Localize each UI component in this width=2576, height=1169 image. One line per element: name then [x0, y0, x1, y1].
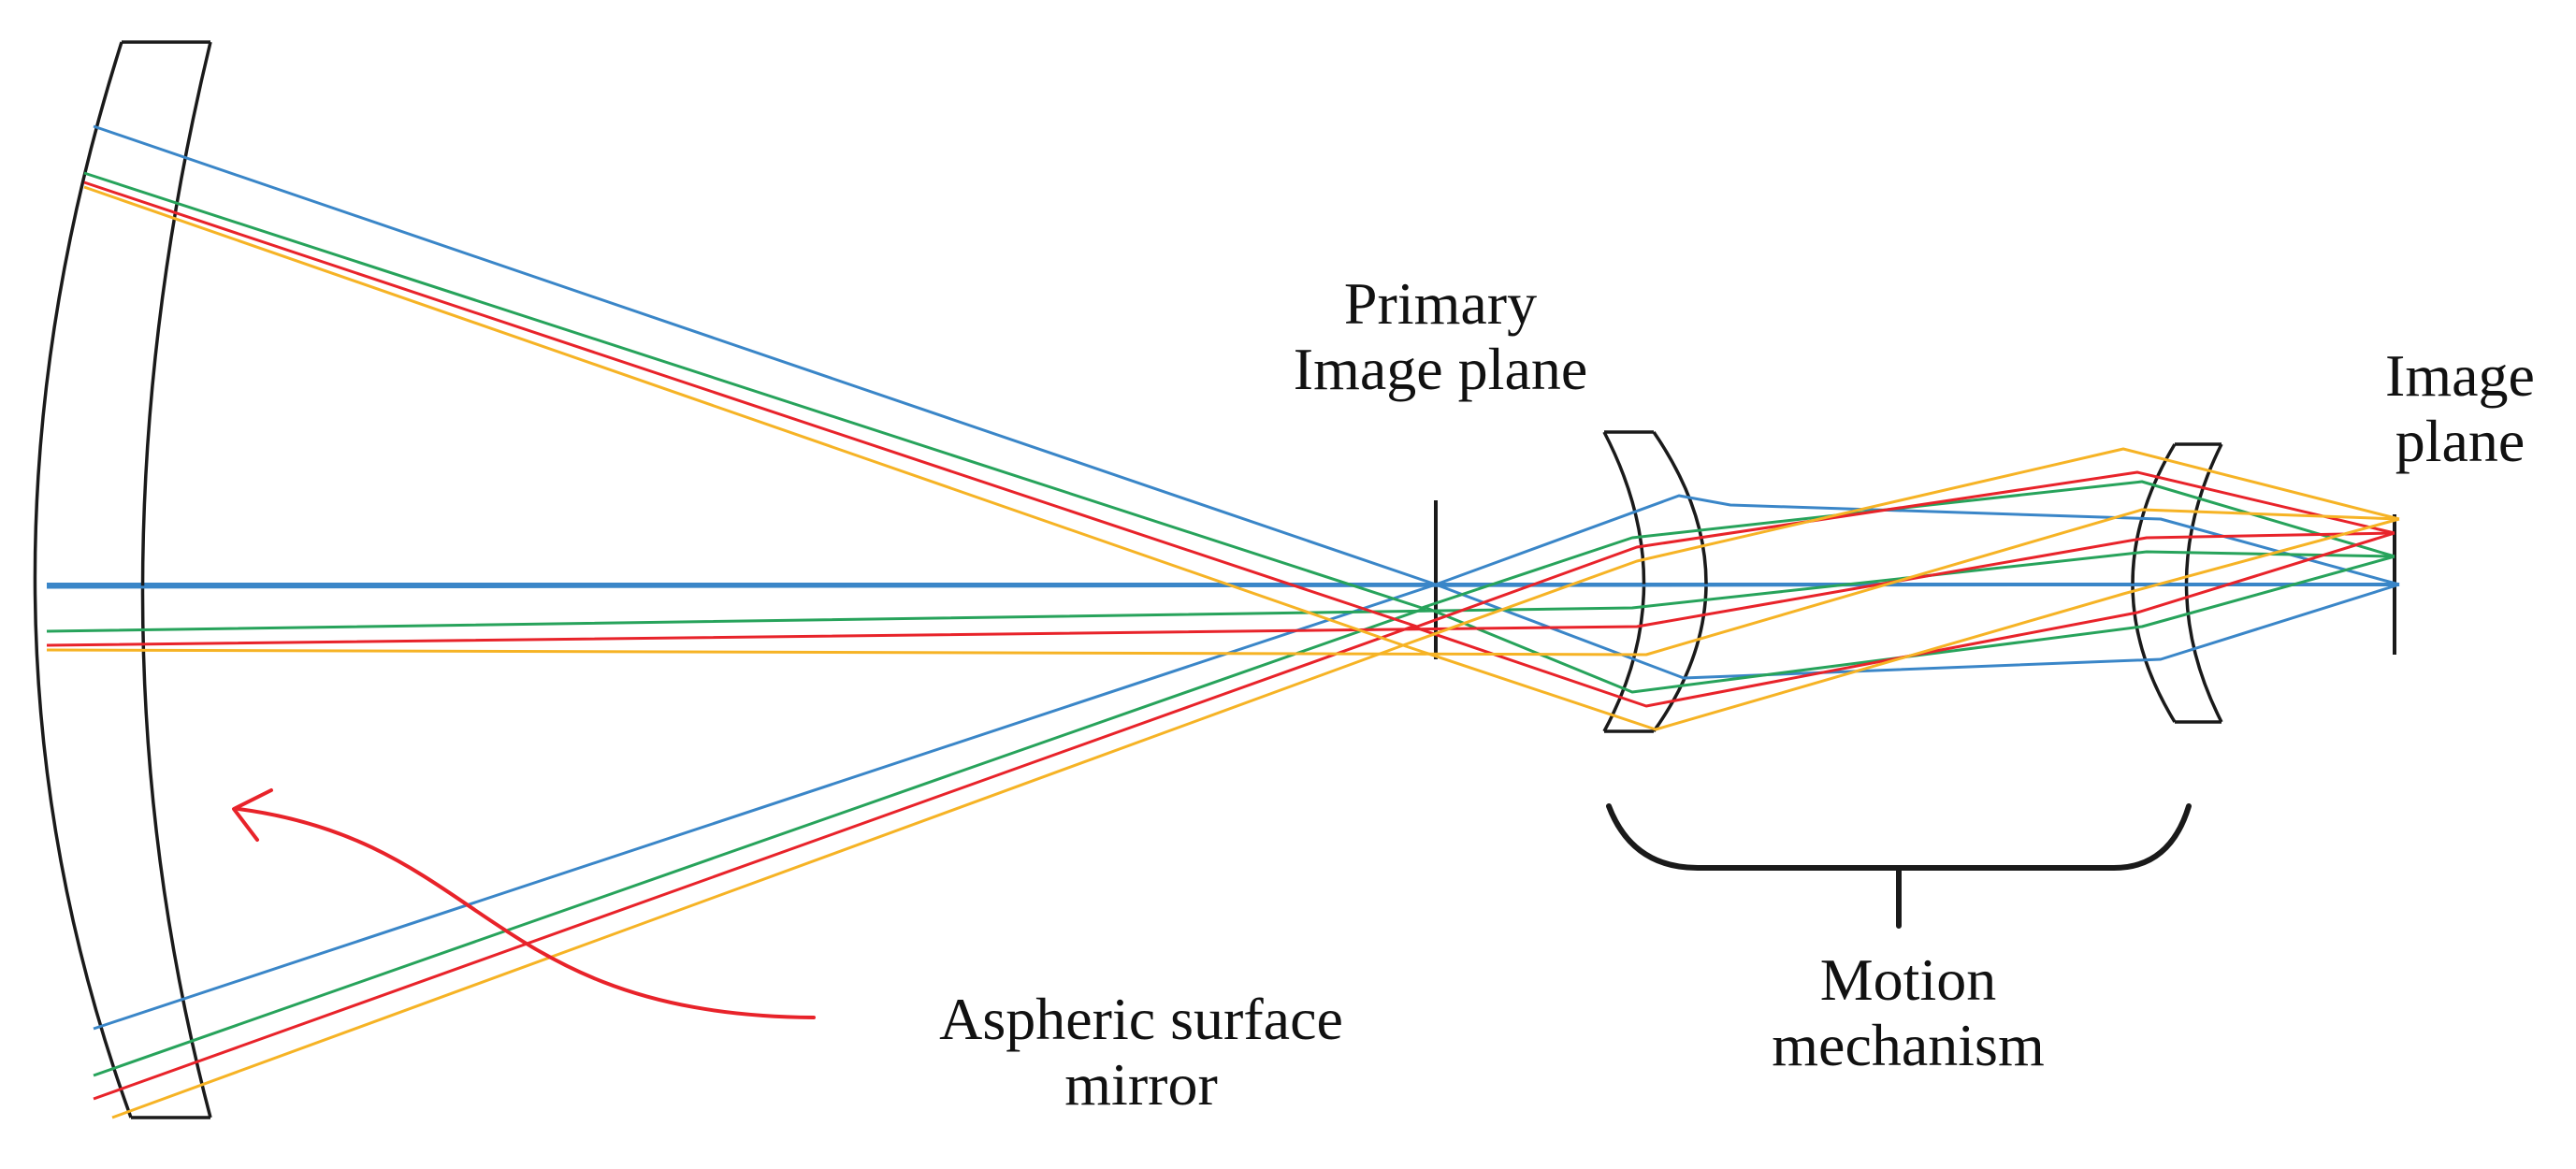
mirror-pointer-arrow — [232, 788, 816, 1019]
green-ray-2 — [93, 555, 2395, 1077]
mirror-front-surface — [33, 41, 133, 1118]
image-plane-label: Image plane — [2357, 343, 2563, 474]
primary-image-plane-label-line2: Image plane — [1293, 336, 1588, 402]
aspheric-mirror-label-line2: mirror — [1064, 1051, 1218, 1118]
image-plane-label-line2: plane — [2395, 408, 2525, 474]
red-ray-2 — [93, 531, 2395, 1101]
arrow-curve — [237, 807, 816, 1019]
motion-mechanism-label-line2: mechanism — [1772, 1012, 2045, 1078]
lens-1 — [1602, 430, 1708, 733]
blue-ray-2 — [93, 583, 2400, 1031]
mirror-back-surface — [140, 41, 212, 1118]
green-ray-1 — [83, 171, 2395, 610]
yellow-ray-2 — [111, 517, 2400, 1119]
primary-image-plane-label: Primary Image plane — [1197, 271, 1684, 402]
red-ray-3 — [46, 531, 2395, 647]
red-ray-1 — [83, 180, 2395, 628]
lens-1-left-surface — [1602, 431, 1646, 732]
motion-mechanism-brace — [1606, 803, 2192, 929]
arrow-head — [232, 788, 273, 842]
yellow-ray-bundle — [46, 185, 2400, 1119]
lens-1-right-surface — [1652, 431, 1708, 733]
motion-mechanism-label: Motion mechanism — [1712, 947, 2105, 1078]
primary-image-plane-label-line1: Primary — [1343, 270, 1538, 337]
blue-ray-3 — [46, 583, 2400, 589]
yellow-ray-3 — [46, 508, 2400, 657]
ray-bundles — [46, 124, 2400, 1119]
image-plane-label-line1: Image — [2385, 342, 2535, 409]
yellow-ray-1 — [83, 185, 2400, 647]
aspheric-mirror-label: Aspheric surface mirror — [847, 987, 1436, 1118]
blue-ray-1 — [93, 124, 2400, 586]
motion-mechanism-label-line1: Motion — [1819, 946, 1997, 1013]
blue-ray-bundle — [46, 124, 2400, 1031]
green-ray-3 — [46, 550, 2395, 633]
aspheric-mirror-label-line1: Aspheric surface — [939, 986, 1343, 1052]
aspheric-mirror — [33, 40, 212, 1119]
